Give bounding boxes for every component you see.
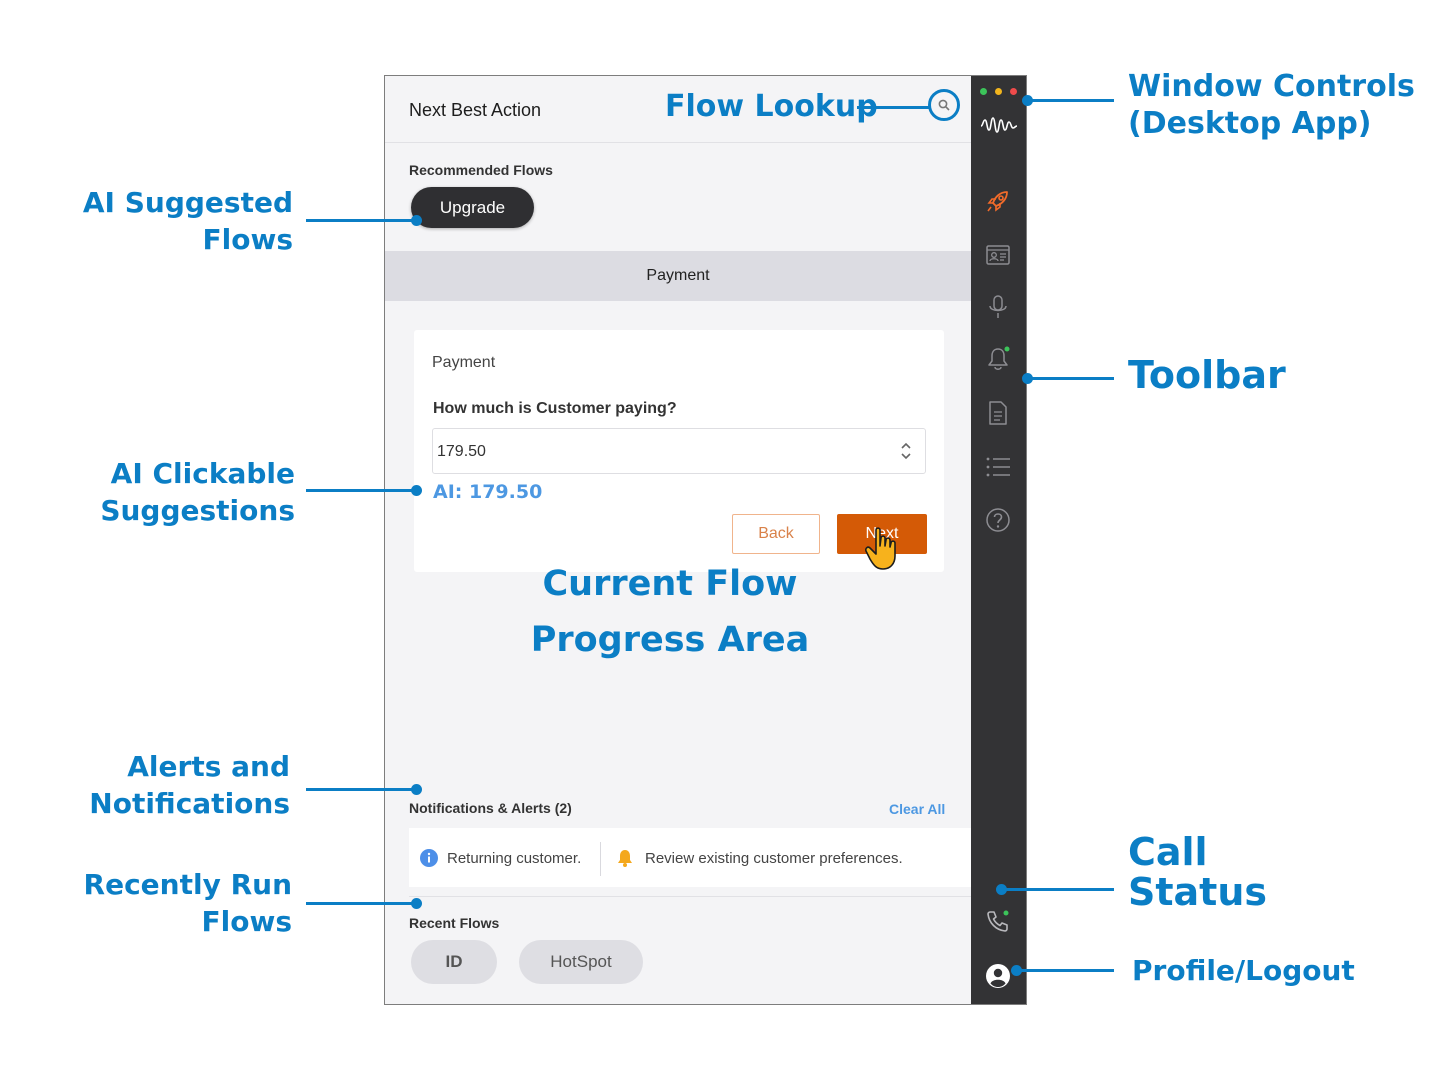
notification-item[interactable]: Returning customer. [419, 848, 581, 868]
recently-run-callout: Recently Run Flows [60, 866, 292, 940]
callout-line: Progress Area [530, 620, 810, 660]
next-best-action-panel: Next Best Action Recommended Flows Upgra… [385, 76, 971, 1004]
callout-dot [411, 898, 422, 909]
step-title: Payment [432, 354, 496, 371]
current-flow-name: Payment [646, 267, 710, 284]
recent-flow-hotspot[interactable]: HotSpot [519, 940, 643, 984]
ai-suggested-callout: AI Suggested Flows [60, 184, 293, 258]
recommended-flow-upgrade[interactable]: Upgrade [411, 187, 534, 228]
phone-icon[interactable] [985, 908, 1011, 934]
profile-callout: Profile/Logout [1132, 954, 1355, 987]
window-controls-callout: Window Controls (Desktop App) [1128, 68, 1415, 142]
window-minimize-dot[interactable] [995, 88, 1002, 95]
callout-line: AI Clickable [110, 457, 295, 490]
recommended-flows-label: Recommended Flows [409, 162, 553, 178]
bell-icon [618, 850, 632, 867]
help-icon[interactable] [985, 507, 1011, 533]
page-title: Next Best Action [409, 100, 542, 120]
call-status-callout: Call Status [1128, 832, 1267, 912]
notification-text: Review existing customer preferences. [645, 849, 903, 867]
callout-connector [1020, 969, 1114, 972]
ai-suggestion-link[interactable]: AI: 179.50 [433, 481, 543, 503]
callout-connector [306, 219, 416, 222]
window-close-dot[interactable] [1010, 88, 1017, 95]
callout-connector [306, 902, 416, 905]
callout-dot [1022, 373, 1033, 384]
bell-icon[interactable] [985, 346, 1011, 372]
clear-all-link[interactable]: Clear All [889, 801, 946, 817]
current-flow-area-callout: Current Flow Progress Area [505, 556, 835, 668]
callout-connector [857, 106, 929, 109]
callout-line: Flows [201, 905, 293, 938]
pointer-hand-icon [865, 527, 896, 570]
microphone-icon[interactable] [985, 294, 1011, 320]
notifications-list: Returning customer. Review existing cust… [409, 828, 971, 887]
callout-line: (Desktop App) [1128, 106, 1372, 141]
recent-flows-label: Recent Flows [409, 915, 500, 931]
callout-connector [1030, 99, 1114, 102]
callout-connector [1006, 888, 1114, 891]
ai-clickable-callout: AI Clickable Suggestions [60, 455, 295, 529]
callout-line: Current Flow [542, 564, 798, 604]
callout-dot [411, 784, 422, 795]
notification-item[interactable]: Review existing customer preferences. [615, 848, 903, 868]
current-flow-header: Payment [385, 251, 971, 301]
step-question: How much is Customer paying? [433, 400, 677, 417]
notification-text: Returning customer. [447, 849, 582, 867]
callout-connector [1030, 377, 1114, 380]
flow-lookup-callout: Flow Lookup [665, 89, 878, 124]
info-icon [420, 849, 438, 867]
callout-dot [411, 215, 422, 226]
callout-dot [1011, 965, 1022, 976]
app-window: Next Best Action Recommended Flows Upgra… [384, 75, 1027, 1005]
callout-dot [1022, 95, 1033, 106]
waveform-logo-icon [980, 117, 1018, 133]
next-button-label: Next [865, 525, 899, 542]
callout-line: Status [1128, 870, 1268, 914]
alerts-callout: Alerts and Notifications [60, 748, 290, 822]
search-icon [938, 99, 950, 111]
contact-card-icon[interactable] [985, 242, 1011, 268]
back-button[interactable]: Back [732, 514, 820, 554]
number-stepper-icon[interactable] [899, 439, 913, 463]
callout-connector [306, 788, 416, 791]
divider [600, 842, 601, 876]
callout-dot [996, 884, 1007, 895]
callout-line: Alerts and [127, 750, 290, 783]
callout-dot [411, 485, 422, 496]
payment-amount-input[interactable] [435, 429, 889, 475]
callout-line: Call [1128, 830, 1208, 874]
rocket-icon[interactable] [985, 188, 1011, 214]
payment-amount-field[interactable] [432, 428, 926, 475]
callout-line: Notifications [89, 787, 290, 820]
toolbar-callout: Toolbar [1128, 353, 1286, 397]
callout-line: Recently Run [83, 868, 292, 901]
callout-line: AI Suggested [82, 186, 293, 219]
divider [409, 896, 971, 897]
callout-connector [306, 489, 416, 492]
callout-line: Flows [202, 223, 294, 256]
window-maximize-dot[interactable] [980, 88, 987, 95]
callout-line: Suggestions [100, 494, 295, 527]
document-icon[interactable] [985, 400, 1011, 426]
recent-flow-id[interactable]: ID [411, 940, 497, 984]
profile-icon[interactable] [985, 963, 1011, 989]
callout-line: Window Controls [1128, 69, 1415, 104]
flow-step-card: Payment How much is Customer paying? AI:… [414, 330, 944, 572]
toolbar [971, 76, 1026, 1004]
flow-lookup-button[interactable] [928, 89, 960, 121]
notifications-header: Notifications & Alerts (2) [409, 800, 572, 816]
list-icon[interactable] [985, 454, 1011, 480]
panel-header: Next Best Action [385, 76, 971, 143]
